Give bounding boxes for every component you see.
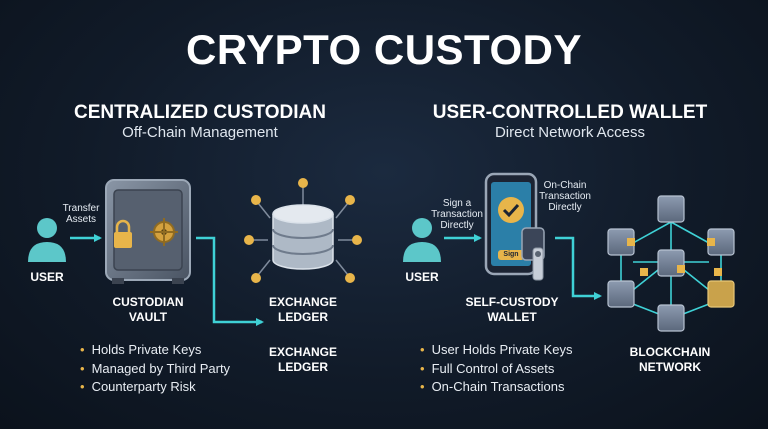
- exchange-ledger-label-bottom: EXCHANGE LEDGER: [268, 345, 337, 374]
- exchange-ledger-icon: [244, 178, 362, 283]
- right-heading: USER-CONTROLLED WALLET: [432, 102, 708, 123]
- right-bullet-item: Full Control of Assets: [420, 360, 572, 379]
- left-bullet-item: Counterparty Risk: [80, 378, 230, 397]
- left-bullet-item: Managed by Third Party: [80, 360, 231, 379]
- page-title: CRYPTO CUSTODY: [186, 26, 582, 73]
- exchange-ledger-label-top: EXCHANGE LEDGER: [268, 295, 337, 324]
- left-bullet-list: Holds Private Keys Managed by Third Part…: [80, 341, 231, 397]
- left-user-label: USER: [30, 270, 64, 284]
- right-subheading: Direct Network Access: [494, 124, 646, 141]
- left-heading: CENTRALIZED CUSTODIAN: [74, 102, 326, 123]
- left-bullet-item: Holds Private Keys: [80, 341, 230, 360]
- blockchain-network-icon: [607, 195, 735, 332]
- self-custody-wallet-icon: [484, 172, 545, 281]
- left-user-icon: [28, 218, 66, 262]
- right-user-icon: [403, 218, 441, 262]
- right-bullet-item: User Holds Private Keys: [420, 341, 573, 360]
- right-bullet-list: User Holds Private Keys Full Control of …: [420, 341, 573, 397]
- phone-sign-button: Sign: [503, 251, 519, 258]
- arrow-wallet-to-blockchain: [555, 236, 602, 300]
- self-custody-wallet-label: SELF-CUSTODY WALLET: [465, 295, 559, 324]
- left-subheading: Off-Chain Management: [122, 124, 278, 141]
- custodian-vault-label: CUSTODIAN VAULT: [112, 295, 184, 324]
- arrow-vault-to-ledger: [196, 236, 264, 326]
- right-user-label: USER: [405, 270, 439, 284]
- blockchain-network-label: BLOCKCHAIN NETWORK: [629, 345, 711, 374]
- sign-transaction-note: Sign a Transaction Directly: [431, 198, 483, 231]
- right-bullet-item: On-Chain Transactions: [420, 378, 572, 397]
- custodian-vault-icon: [105, 179, 191, 284]
- onchain-transaction-note: On-Chain Transaction Directly: [539, 180, 591, 213]
- transfer-assets-note: Transfer Assets: [62, 203, 100, 225]
